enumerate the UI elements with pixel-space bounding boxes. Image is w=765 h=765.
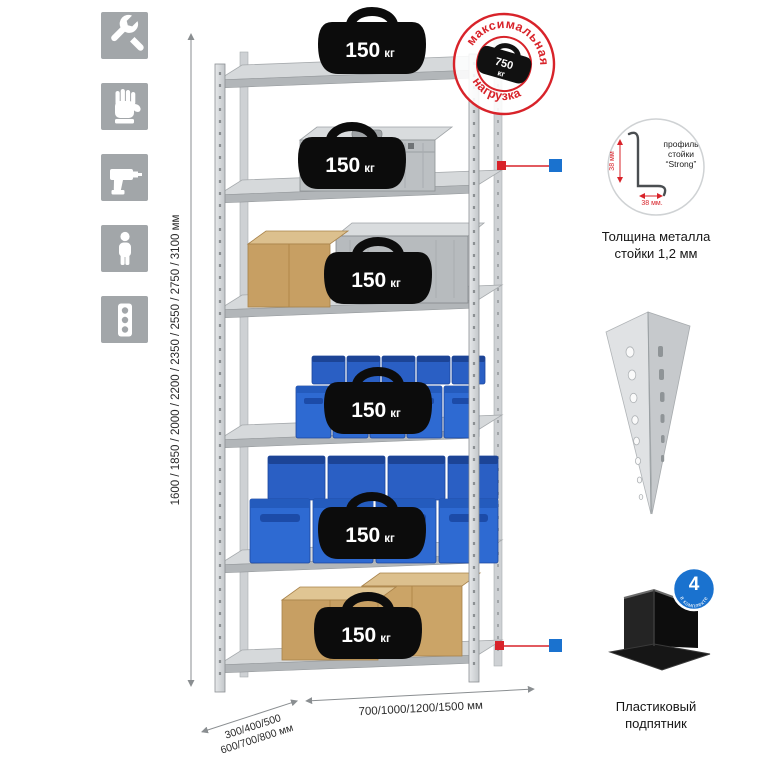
profile-label-2: стойки xyxy=(668,149,694,159)
level-icon xyxy=(101,296,148,343)
max-load-stamp: максимальная нагрузка 750 кг xyxy=(452,6,561,116)
feature-icon-column xyxy=(101,12,148,343)
connector-bottom xyxy=(495,639,562,652)
weight-shelf-1 xyxy=(318,12,426,75)
foot-caption: Пластиковый подпятник xyxy=(576,698,736,732)
depth-dimension: 300/400/500 600/700/800 мм xyxy=(201,699,299,757)
glove-icon xyxy=(101,83,148,130)
strong-profile-drawing xyxy=(627,131,667,197)
badge-value: 4 xyxy=(689,574,700,595)
height-dimension: 1600 / 1850 / 2000 / 2200 / 2350 / 2550 … xyxy=(170,33,195,687)
cardboard-box-small xyxy=(246,230,350,308)
connector-top xyxy=(497,159,562,172)
person-icon xyxy=(101,225,148,272)
width-dimension: 700/1000/1200/1500 мм xyxy=(305,685,535,719)
drill-icon xyxy=(101,154,148,201)
profile-caption: Толщина металла стойки 1,2 мм xyxy=(576,228,736,262)
profile-dim-vertical: 38 мм xyxy=(609,151,616,171)
profile-caption-line1: Толщина металла xyxy=(601,229,711,244)
profile-label-3: “Strong” xyxy=(666,159,697,169)
height-dimension-label: 1600 / 1850 / 2000 / 2200 / 2350 / 2550 … xyxy=(170,215,182,506)
stamp-value: 750 xyxy=(494,56,515,73)
corner-post-image xyxy=(605,311,691,515)
stamp-unit: кг xyxy=(496,68,506,79)
kit-count-badge: 4 в комплекте xyxy=(671,566,717,612)
profile-dim-horizontal: 38 мм. xyxy=(641,200,662,207)
wrench-icon xyxy=(101,12,148,59)
foot-caption-line1: Пластиковый xyxy=(615,699,697,714)
profile-caption-line2: стойки 1,2 мм xyxy=(614,246,698,262)
foot-caption-line2: подпятник xyxy=(625,716,687,732)
profile-label-1: профиль xyxy=(663,139,699,149)
profile-callout: 38 мм 38 мм. профиль стойки “Strong” xyxy=(607,118,705,216)
width-dimension-label: 700/1000/1200/1500 мм xyxy=(358,700,483,719)
